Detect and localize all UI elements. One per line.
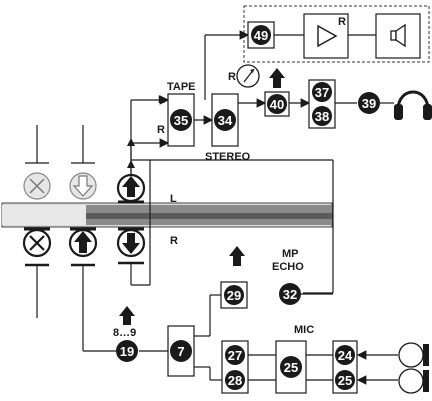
svg-text:19: 19 bbox=[120, 344, 134, 359]
meter-r-label: R bbox=[228, 71, 236, 83]
record-head-upper-icon bbox=[116, 173, 146, 204]
tape-strip bbox=[1, 202, 333, 228]
badge-37: 37 bbox=[312, 82, 332, 102]
svg-text:25: 25 bbox=[338, 373, 352, 388]
badge-49: 49 bbox=[251, 25, 271, 45]
mp-label: MP bbox=[282, 248, 299, 260]
badge-34: 34 bbox=[214, 109, 236, 131]
badge-28: 28 bbox=[225, 370, 245, 390]
svg-text:28: 28 bbox=[228, 373, 242, 388]
headphones-icon bbox=[394, 90, 432, 120]
record-head-lower-icon bbox=[68, 227, 98, 267]
up-arrow-icon-mid bbox=[229, 246, 245, 266]
badge-25-input: 25 bbox=[335, 370, 355, 390]
badge-39: 39 bbox=[358, 92, 380, 114]
input-l-label: L bbox=[158, 94, 165, 106]
badge-25-mic: 25 bbox=[280, 356, 302, 378]
svg-text:34: 34 bbox=[218, 113, 233, 128]
svg-text:32: 32 bbox=[283, 287, 297, 302]
svg-text:37: 37 bbox=[315, 85, 329, 100]
mic-label: MIC bbox=[294, 324, 314, 336]
output-group-frame bbox=[243, 5, 430, 63]
svg-text:27: 27 bbox=[228, 348, 242, 363]
microphone-icon-2 bbox=[398, 368, 429, 394]
amplifier-triangle-icon: R bbox=[317, 16, 346, 48]
badge-40: 40 bbox=[267, 94, 287, 114]
playback-head-icon bbox=[69, 125, 97, 200]
svg-text:7: 7 bbox=[177, 344, 184, 359]
range-label: 8…9 bbox=[113, 327, 136, 339]
speaker-box bbox=[375, 13, 421, 59]
svg-text:29: 29 bbox=[227, 288, 241, 303]
badge-38: 38 bbox=[312, 106, 332, 126]
microphone-icon bbox=[398, 342, 429, 368]
speaker-icon bbox=[390, 23, 406, 48]
erase-head-x-icon bbox=[23, 125, 51, 200]
svg-text:35: 35 bbox=[174, 113, 188, 128]
badge-7: 7 bbox=[170, 340, 192, 362]
badge-19: 19 bbox=[116, 340, 138, 362]
echo-label: ECHO bbox=[272, 261, 304, 273]
up-arrow-icon-19 bbox=[119, 306, 135, 325]
stereo-label: STEREO bbox=[205, 151, 251, 163]
track-l-label: L bbox=[170, 193, 177, 205]
badge-27: 27 bbox=[225, 345, 245, 365]
meter-gauge-icon: R bbox=[228, 64, 260, 88]
badge-35: 35 bbox=[170, 109, 192, 131]
up-arrow-icon bbox=[269, 68, 285, 88]
svg-text:40: 40 bbox=[270, 97, 284, 112]
amp-r-label: R bbox=[338, 16, 346, 28]
track-r-label: R bbox=[170, 235, 178, 247]
svg-text:49: 49 bbox=[254, 28, 268, 43]
playback-head-lower-icon bbox=[116, 227, 146, 265]
badge-32: 32 bbox=[279, 283, 301, 305]
input-r-label: R bbox=[157, 124, 165, 136]
svg-text:38: 38 bbox=[315, 109, 329, 124]
badge-24: 24 bbox=[335, 345, 355, 365]
erase-head-lower-x-icon bbox=[22, 227, 52, 318]
tape-label: TAPE bbox=[167, 81, 196, 93]
svg-text:25: 25 bbox=[284, 360, 298, 375]
svg-text:39: 39 bbox=[362, 96, 376, 111]
svg-text:24: 24 bbox=[338, 348, 353, 363]
badge-29: 29 bbox=[224, 285, 244, 305]
